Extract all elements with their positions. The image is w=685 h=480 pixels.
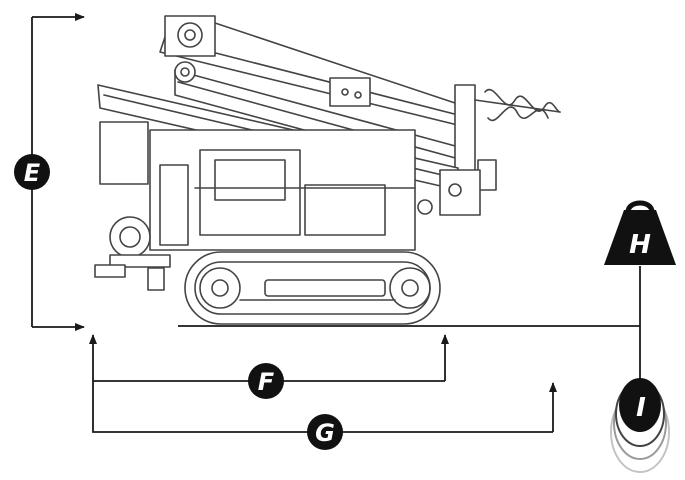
badge-e: E (14, 154, 50, 190)
label-f: F (258, 368, 275, 396)
crawler-track (184, 251, 441, 325)
label-g: G (315, 419, 335, 447)
machine-body (94, 121, 433, 291)
badge-f: F (248, 363, 284, 399)
width-dimension-g-line (92, 381, 553, 433)
label-h: H (629, 230, 651, 260)
label-i: I (636, 393, 646, 423)
weight-icon: H (604, 200, 676, 265)
badge-g: G (307, 414, 343, 450)
pendulum-bob-icon: I (610, 378, 670, 473)
label-e: E (24, 159, 41, 187)
drilling-rig-illustration (94, 15, 561, 325)
